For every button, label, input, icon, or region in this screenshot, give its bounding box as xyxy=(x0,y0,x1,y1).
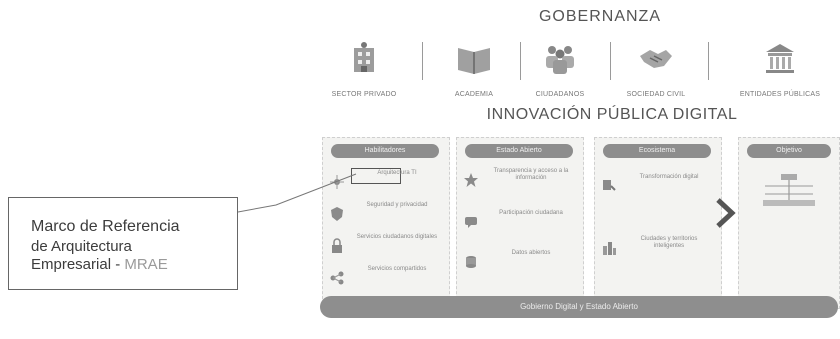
callout-line-3-text: Empresarial - xyxy=(31,256,125,273)
panel-header: Ecosistema xyxy=(603,144,711,158)
governance-label: CIUDADANOS xyxy=(535,91,585,98)
data-icon xyxy=(466,256,476,268)
panel-row: Participación ciudadana xyxy=(463,210,577,240)
chevron-right-icon xyxy=(716,198,736,228)
book-icon xyxy=(458,48,490,74)
callout-line-1: Marco de Referencia xyxy=(31,218,180,235)
transform-icon xyxy=(603,180,616,191)
panel-enablers: Habilitadores Arquitectura TI Seguridad … xyxy=(322,137,450,309)
panel-row: Ciudades y territorios inteligentes xyxy=(601,236,715,266)
panel-row: Transparencia y acceso a la información xyxy=(463,168,577,198)
panel-row-text: Servicios ciudadanos digitales xyxy=(356,234,438,240)
panel-ecosystem: Ecosistema Transformación digital Ciudad… xyxy=(594,137,722,309)
panel-header: Objetivo xyxy=(747,144,831,158)
governance-item-academia: ACADEMIA xyxy=(428,40,520,102)
separator xyxy=(610,42,611,80)
panel-row: Servicios compartidos xyxy=(329,266,443,296)
callout-line-2: de Arquitectura xyxy=(31,238,132,255)
shield-icon xyxy=(331,207,343,221)
separator xyxy=(708,42,709,80)
panel-row-text: Participación ciudadana xyxy=(499,210,563,216)
lock-icon xyxy=(332,238,342,253)
callout-box: Marco de Referencia de Arquitectura Empr… xyxy=(8,197,238,290)
panel-row-text: Transformación digital xyxy=(639,174,699,180)
panel-row: Datos abiertos xyxy=(463,250,577,280)
governance-item-citizens: CIUDADANOS xyxy=(514,40,606,102)
governance-title: GOBERNANZA xyxy=(538,8,661,25)
panel-row: Seguridad y privacidad xyxy=(329,202,443,232)
panel-objective: Objetivo xyxy=(738,137,840,309)
governance-label: SOCIEDAD CIVIL xyxy=(626,91,686,98)
handshake-icon xyxy=(640,50,672,68)
panel-row-text: Transparencia y acceso a la información xyxy=(493,168,569,181)
callout-acronym: MRAE xyxy=(124,256,168,273)
panel-header: Habilitadores xyxy=(331,144,439,158)
government-icon xyxy=(766,44,794,73)
callout-line-3: Empresarial - MRAE xyxy=(31,256,168,273)
star-icon xyxy=(464,173,478,187)
governance-item-private-sector: SECTOR PRIVADO xyxy=(318,40,410,102)
share-icon xyxy=(330,271,344,285)
people-icon xyxy=(546,46,574,74)
panel-row: Servicios ciudadanos digitales xyxy=(329,234,443,264)
panel-header: Estado Abierto xyxy=(465,144,573,158)
connector-line xyxy=(237,173,357,213)
panel-open-state: Estado Abierto Transparencia y acceso a … xyxy=(456,137,584,309)
separator xyxy=(520,42,521,80)
panel-row-text: Seguridad y privacidad xyxy=(366,202,428,208)
innovation-title: INNOVACIÓN PÚBLICA DIGITAL xyxy=(486,106,738,123)
footer-bar: Gobierno Digital y Estado Abierto xyxy=(320,296,838,318)
objective-diagram-icon xyxy=(763,174,815,206)
separator xyxy=(422,42,423,80)
panel-row: Transformación digital xyxy=(601,174,715,204)
panel-row-text: Arquitectura TI xyxy=(377,170,417,176)
panel-row-text: Servicios compartidos xyxy=(367,266,427,272)
governance-label: SECTOR PRIVADO xyxy=(331,91,397,98)
governance-label: ENTIDADES PÚBLICAS xyxy=(739,91,821,98)
panel-row-text: Ciudades y territorios inteligentes xyxy=(640,236,698,249)
panel-row-text: Datos abiertos xyxy=(511,250,551,256)
governance-item-civil-society: SOCIEDAD CIVIL xyxy=(610,40,702,102)
city-icon xyxy=(603,242,616,255)
chat-icon xyxy=(465,217,477,228)
governance-label: ACADEMIA xyxy=(454,91,494,98)
governance-row: SECTOR PRIVADO ACADEMIA CIUDADANOS SOCIE… xyxy=(318,40,840,102)
governance-item-public-entities: ENTIDADES PÚBLICAS xyxy=(734,40,826,102)
building-icon xyxy=(354,42,374,72)
